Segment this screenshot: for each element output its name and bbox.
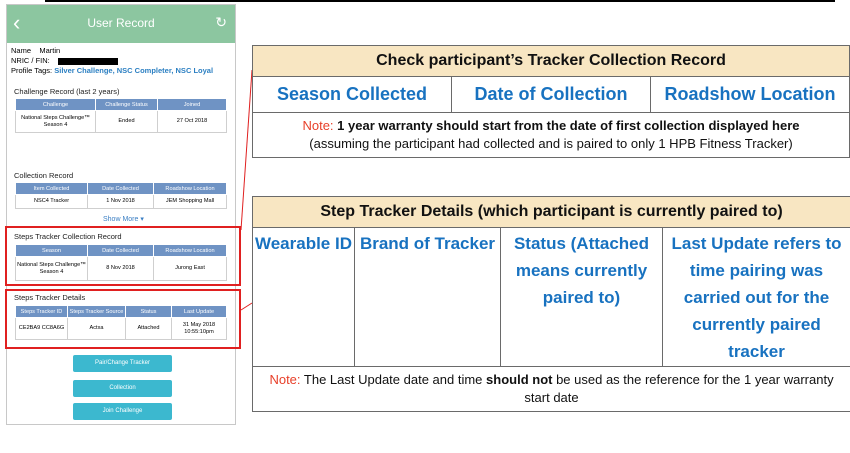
tracker-collection-title: Steps Tracker Collection Record: [14, 232, 122, 241]
collection-record-table: Item Collected Date Collected Roadshow L…: [15, 182, 227, 209]
table-header-row: Item Collected Date Collected Roadshow L…: [15, 182, 227, 195]
challenge-record-table: Challenge Challenge Status Joined Nation…: [15, 98, 227, 133]
table-cell: National Steps Challenge™ Season 4: [15, 110, 96, 133]
note-bold-text: 1 year warranty should start from the da…: [333, 118, 800, 133]
table-row: CE2BA9 CC8A6G Actxa Attached 31 May 2018…: [15, 317, 227, 340]
table-header-cell: Date Collected: [87, 244, 154, 257]
app-title: User Record: [87, 16, 155, 30]
nric-row: NRIC / FIN:: [11, 56, 118, 66]
table-header-cell: Challenge: [15, 98, 96, 111]
table-header-row: Season Date Collected Roadshow Location: [15, 244, 227, 257]
table-header-cell: Last Update: [171, 305, 227, 318]
tracker-collection-table: Season Date Collected Roadshow Location …: [15, 244, 227, 281]
note-label: Note:: [269, 372, 301, 387]
table-header-cell: Date Collected: [87, 182, 154, 195]
check-table-note: Note: 1 year warranty should start from …: [252, 112, 850, 158]
phone-screen: ‹ User Record ↻ Name Martin NRIC / FIN: …: [6, 4, 236, 425]
table-header-cell: Season: [15, 244, 88, 257]
tags-row: Profile Tags: Silver Challenge, NSC Comp…: [11, 66, 213, 76]
table-cell: CE2BA9 CC8A6G: [15, 317, 68, 340]
table-cell: NSC4 Tracker: [15, 194, 88, 209]
last-update-label: Last Update refers to time pairing was c…: [661, 227, 850, 367]
connector-line-details: [240, 302, 253, 311]
table-cell: 1 Nov 2018: [87, 194, 154, 209]
table-header-cell: Joined: [157, 98, 227, 111]
tracker-details-title: Steps Tracker Details: [14, 293, 86, 302]
pair-change-tracker-button[interactable]: Pair/Change Tracker: [73, 355, 172, 372]
check-table-caption: Check participant’s Tracker Collection R…: [252, 45, 850, 77]
collection-button[interactable]: Collection: [73, 380, 172, 397]
table-cell: National Steps Challenge™ Season 4: [15, 256, 88, 281]
table-cell: Attached: [125, 317, 172, 340]
name-row: Name Martin: [11, 46, 60, 56]
table-cell: JEM Shopping Mall: [153, 194, 227, 209]
note-text: be used as the reference for the 1 year …: [524, 372, 834, 405]
table-cell: 27 Oct 2018: [157, 110, 227, 133]
note-bold-text: should not: [486, 372, 553, 387]
highlight-tracker-details: [5, 289, 241, 349]
table-header-cell: Challenge Status: [95, 98, 158, 111]
table-cell: 8 Nov 2018: [87, 256, 154, 281]
table-header-cell: Item Collected: [15, 182, 88, 195]
refresh-icon[interactable]: ↻: [215, 14, 227, 30]
collection-record-title: Collection Record: [14, 171, 74, 180]
name-value: Martin: [39, 46, 61, 55]
join-challenge-button[interactable]: Join Challenge: [73, 403, 172, 420]
connector-line-collection: [240, 69, 253, 231]
table-header-cell: Roadshow Location: [153, 182, 227, 195]
step-table-header-row: Wearable ID Brand of Tracker Status (Att…: [252, 227, 850, 367]
season-collected-label: Season Collected: [252, 76, 452, 113]
step-table-caption: Step Tracker Details (which participant …: [251, 196, 850, 228]
nric-redacted: [57, 57, 118, 65]
challenge-record-title: Challenge Record (last 2 years): [14, 87, 120, 96]
note-text: (assuming the participant had collected …: [309, 136, 793, 151]
note-text: The Last Update date and time: [300, 372, 487, 387]
app-header: ‹ User Record ↻: [7, 5, 235, 43]
wearable-id-label: Wearable ID: [252, 227, 355, 367]
tracker-details-table: Steps Tracker ID Steps Tracker Source St…: [15, 305, 227, 340]
table-row: National Steps Challenge™ Season 4 Ended…: [15, 110, 227, 133]
step-tracker-details-table: Step Tracker Details (which participant …: [251, 196, 850, 412]
tags-label: Profile Tags:: [11, 66, 53, 75]
table-cell: Ended: [95, 110, 158, 133]
table-cell: Jurong East: [153, 256, 227, 281]
check-table-header-row: Season Collected Date of Collection Road…: [252, 76, 850, 113]
roadshow-location-label: Roadshow Location: [650, 76, 850, 113]
show-more-link[interactable]: Show More ▾: [103, 216, 144, 223]
status-label: Status (Attached means currently paired …: [500, 227, 663, 367]
table-header-cell: Steps Tracker ID: [15, 305, 68, 318]
tags-value: Silver Challenge, NSC Completer, NSC Loy…: [54, 66, 214, 75]
step-table-note: Note: The Last Update date and time shou…: [251, 366, 850, 412]
highlight-tracker-collection: [5, 226, 241, 286]
check-collection-table: Check participant’s Tracker Collection R…: [252, 45, 850, 158]
nric-label: NRIC / FIN:: [11, 56, 50, 65]
table-row: NSC4 Tracker 1 Nov 2018 JEM Shopping Mal…: [15, 194, 227, 209]
name-label: Name: [11, 46, 32, 55]
table-cell: Actxa: [67, 317, 126, 340]
back-icon[interactable]: ‹: [13, 10, 21, 35]
note-label: Note:: [302, 118, 334, 133]
brand-of-tracker-label: Brand of Tracker: [354, 227, 501, 367]
table-header-row: Challenge Challenge Status Joined: [15, 98, 227, 111]
date-of-collection-label: Date of Collection: [451, 76, 651, 113]
top-divider: [45, 0, 835, 2]
table-row: National Steps Challenge™ Season 4 8 Nov…: [15, 256, 227, 281]
table-cell: 31 May 2018 10:55:10pm: [171, 317, 227, 340]
